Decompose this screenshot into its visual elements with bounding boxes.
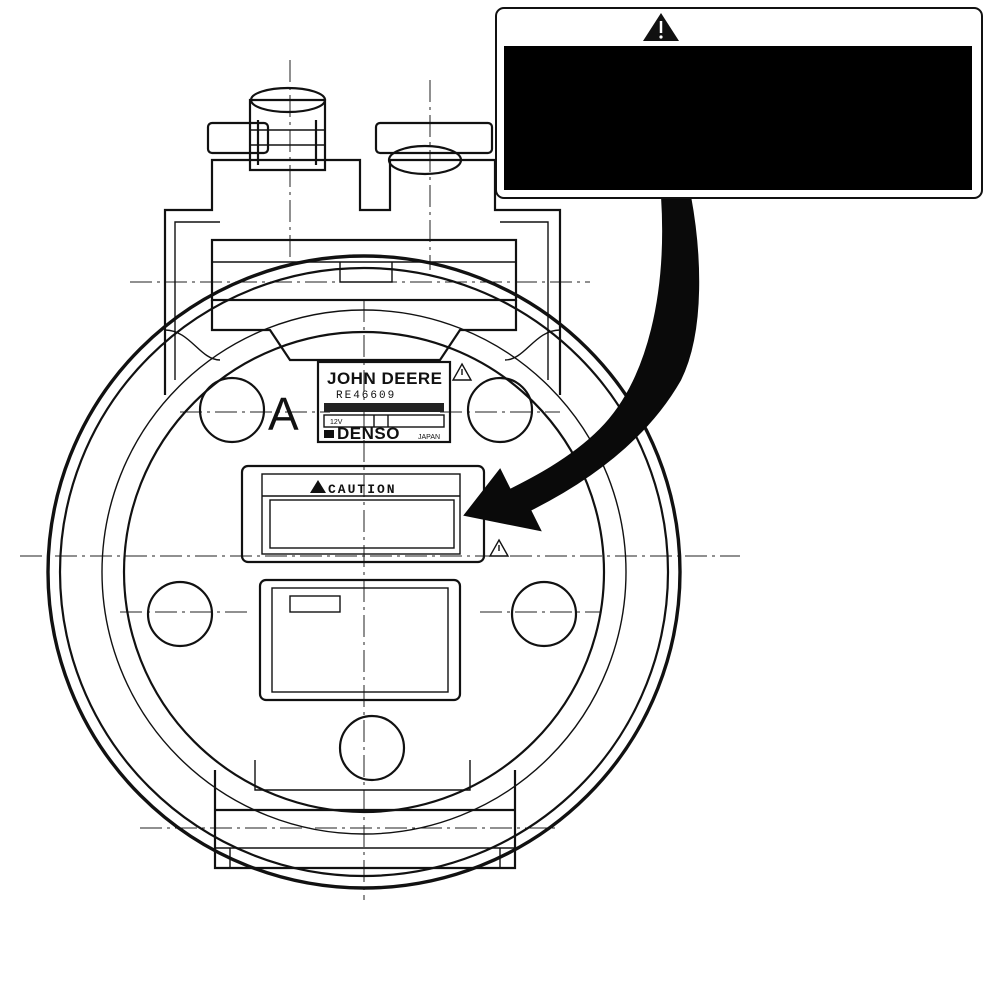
lower-label: [258, 578, 462, 702]
lower-mount: [213, 760, 517, 870]
nameplate: JOHN DEERE RE46609 12V DENSO JAPAN: [316, 360, 452, 444]
compressor-head: [163, 158, 562, 395]
compressor-housing: [46, 254, 682, 890]
warning-triangle-icon: [643, 13, 679, 41]
caution-warning-icon: [310, 480, 326, 493]
warning-triangle-icon: [451, 362, 473, 381]
callout-arrow-icon: [463, 195, 700, 532]
safety-callout-box: [495, 7, 983, 199]
nameplate-part-number: RE46609: [336, 390, 396, 402]
nameplate-brand: JOHN DEERE: [327, 369, 443, 388]
nameplate-country: JAPAN: [418, 434, 440, 441]
caution-label: CAUTION: [240, 464, 486, 564]
warning-triangle-icon: [488, 538, 510, 557]
nameplate-voltage: 12V: [330, 419, 343, 426]
discharge-fitting: [206, 86, 494, 176]
view-marker-label: A: [268, 388, 299, 440]
bolt-holes: [146, 376, 578, 782]
callout-label-redacted: [504, 46, 972, 190]
nameplate-maker: DENSO: [337, 424, 400, 443]
caution-heading: CAUTION: [328, 482, 397, 497]
